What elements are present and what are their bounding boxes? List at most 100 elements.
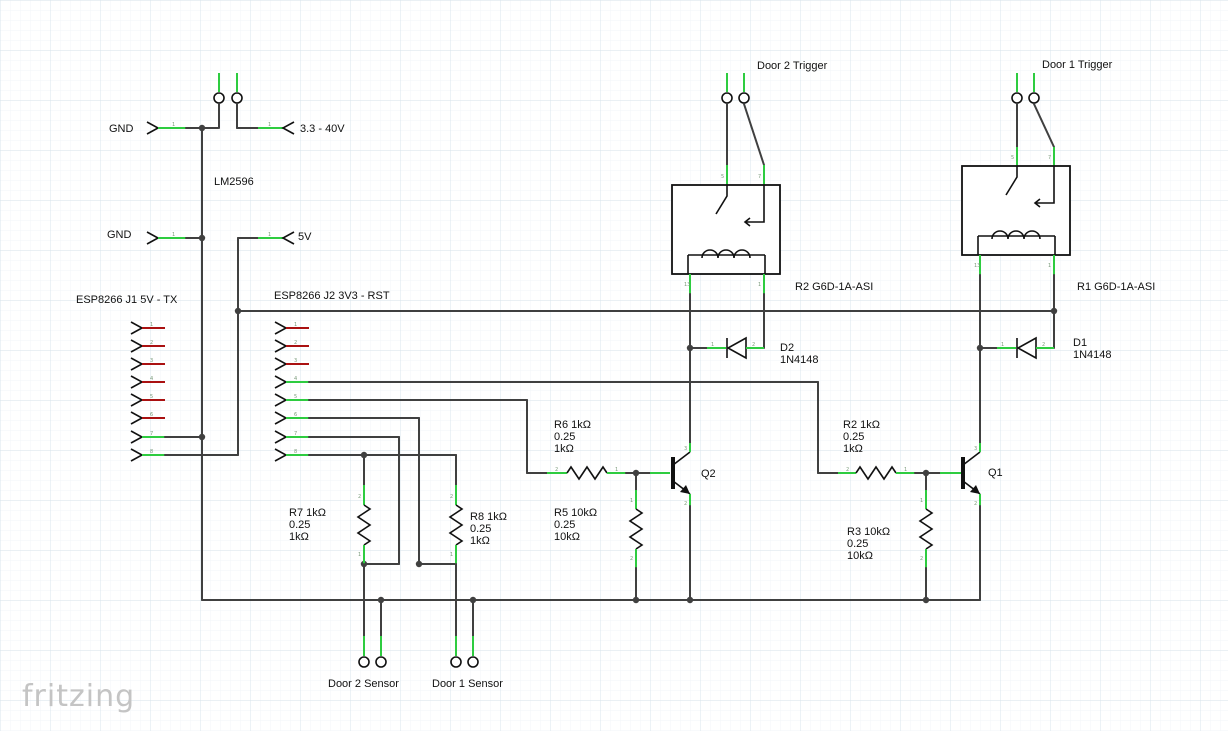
j1pins-pin-8[interactable]: 8 [130,448,165,462]
j1pins-pin-5[interactable]: 5 [130,393,165,407]
relay-r2-name: R2 G6D-1A-ASI [795,281,873,293]
j2pins-pin-8[interactable]: 8 [274,448,309,462]
j2pins-pin-6[interactable]: 6 [274,411,309,425]
r7-power: 0.25 [289,519,310,531]
header-j1[interactable]: ESP8266 J1 5V - TX [76,294,178,306]
svg-text:13: 13 [684,282,690,288]
svg-text:1: 1 [294,322,297,328]
resistor-r6[interactable]: 2 1 R6 1kΩ 0.25 1kΩ [547,419,626,481]
q2-label: Q2 [701,468,716,480]
fritzing-logo: fritzing [22,679,135,714]
resistor-r3[interactable]: 1 2 R3 10kΩ 0.25 10kΩ [847,472,934,604]
j1pins-pin-4[interactable]: 4 [130,375,165,389]
svg-text:1: 1 [358,552,361,558]
vout-connector[interactable] [281,231,295,245]
door1-trigger-terminal-a[interactable] [1011,92,1023,104]
vin-connector[interactable] [281,121,295,135]
r6-power: 0.25 [554,431,575,443]
relay-r1[interactable]: 5 7 13 1 Door 1 Trigger R1 G6D-1A-ASI [961,59,1155,444]
transistor-q2[interactable]: 3 2 Q2 [650,443,716,604]
r2-power: 0.25 [843,431,864,443]
j2pins-pin-4[interactable]: 4 [274,375,309,389]
door2-trigger-terminal-a[interactable] [721,92,733,104]
j2pins-pin-5[interactable]: 5 [274,393,309,407]
svg-text:6: 6 [294,412,297,418]
svg-text:2: 2 [555,467,558,473]
header-j1-label: ESP8266 J1 5V - TX [76,294,178,306]
r5-power: 0.25 [554,519,575,531]
svg-text:7: 7 [1048,155,1051,161]
door2-sensor-terminal-a[interactable] [358,656,370,668]
door2-trigger-terminal-b[interactable] [738,92,750,104]
door2-sensor-terminal-b[interactable] [375,656,387,668]
door1-trigger-terminal-b[interactable] [1028,92,1040,104]
svg-text:6: 6 [150,412,153,418]
resistor-r7[interactable]: 2 1 R7 1kΩ 0.25 1kΩ [289,485,372,564]
d1-part: 1N4148 [1073,349,1112,361]
header-j2-pins[interactable]: 1 2 3 4 5 6 7 8 [274,321,337,462]
regulator-label: LM2596 [214,176,254,188]
svg-text:5: 5 [150,394,153,400]
svg-text:2: 2 [974,501,977,507]
door2-sensor-label: Door 2 Sensor [328,678,399,690]
svg-text:7: 7 [150,431,153,437]
r8-name: R8 1kΩ [470,511,507,523]
diode-d1[interactable]: 1 2 D1 1N4148 [976,336,1112,361]
diode-d2[interactable]: 1 2 D2 1N4148 [686,336,819,366]
j2pins-pin-7[interactable]: 7 [274,430,309,444]
svg-text:1: 1 [172,122,175,128]
door1-sensor[interactable]: Door 1 Sensor [432,563,503,690]
j1pins-pin-7[interactable]: 7 [130,430,165,444]
header-j1-pins[interactable]: 1 2 3 4 5 6 7 8 [130,321,193,462]
j1pins-pin-6[interactable]: 6 [130,411,165,425]
j2pins-pin-3[interactable]: 3 [274,357,309,371]
header-j2-label: ESP8266 J2 3V3 - RST [274,290,390,302]
svg-text:1: 1 [172,232,175,238]
svg-text:7: 7 [758,174,761,180]
signal-wires [335,381,839,568]
svg-text:13: 13 [974,263,980,269]
header-j2[interactable]: ESP8266 J2 3V3 - RST [274,290,390,302]
vout-label: 5V [298,231,312,243]
door2-trigger-label: Door 2 Trigger [757,60,828,72]
r3-power: 0.25 [847,538,868,550]
door1-sensor-terminal-a[interactable] [450,656,462,668]
svg-text:1: 1 [920,498,923,504]
r5-name: R5 10kΩ [554,507,597,519]
lm2596-in-gnd-terminal[interactable] [213,92,225,104]
r3-name: R3 10kΩ [847,526,890,538]
relay-r2[interactable]: 5 7 13 1 Door 2 Trigger R2 G6D-1A-ASI [671,60,873,444]
transistor-q1[interactable]: 3 2 Q1 [940,443,1003,601]
svg-text:1: 1 [150,322,153,328]
resistor-r5[interactable]: 1 2 R5 10kΩ 0.25 10kΩ [554,472,644,604]
svg-text:1: 1 [268,122,271,128]
resistor-r8[interactable]: 2 1 R8 1kΩ 0.25 1kΩ [448,485,507,564]
svg-text:5: 5 [294,394,297,400]
d2-name: D2 [780,342,794,354]
r6-value: 1kΩ [554,443,574,455]
door1-sensor-terminal-b[interactable] [467,656,479,668]
j1pins-pin-1[interactable]: 1 [130,321,165,335]
door2-sensor[interactable]: Door 2 Sensor [328,563,399,690]
r7-name: R7 1kΩ [289,507,326,519]
svg-text:3: 3 [294,358,297,364]
q1-label: Q1 [988,467,1003,479]
svg-text:1: 1 [268,232,271,238]
lm2596-in-vin-terminal[interactable] [231,92,243,104]
vin-label: 3.3 - 40V [300,123,345,135]
door1-sensor-label: Door 1 Sensor [432,678,503,690]
j1pins-pin-3[interactable]: 3 [130,357,165,371]
svg-text:3: 3 [974,446,977,452]
j2pins-pin-2[interactable]: 2 [274,339,309,353]
j1pins-pin-2[interactable]: 2 [130,339,165,353]
svg-text:2: 2 [920,556,923,562]
j2pins-pin-1[interactable]: 1 [274,321,309,335]
relay-r1-name: R1 G6D-1A-ASI [1077,281,1155,293]
svg-text:8: 8 [294,449,297,455]
resistor-r2[interactable]: 2 1 R2 1kΩ 0.25 1kΩ [838,419,915,481]
r8-power: 0.25 [470,523,491,535]
svg-text:1: 1 [904,467,907,473]
svg-text:2: 2 [752,342,755,348]
